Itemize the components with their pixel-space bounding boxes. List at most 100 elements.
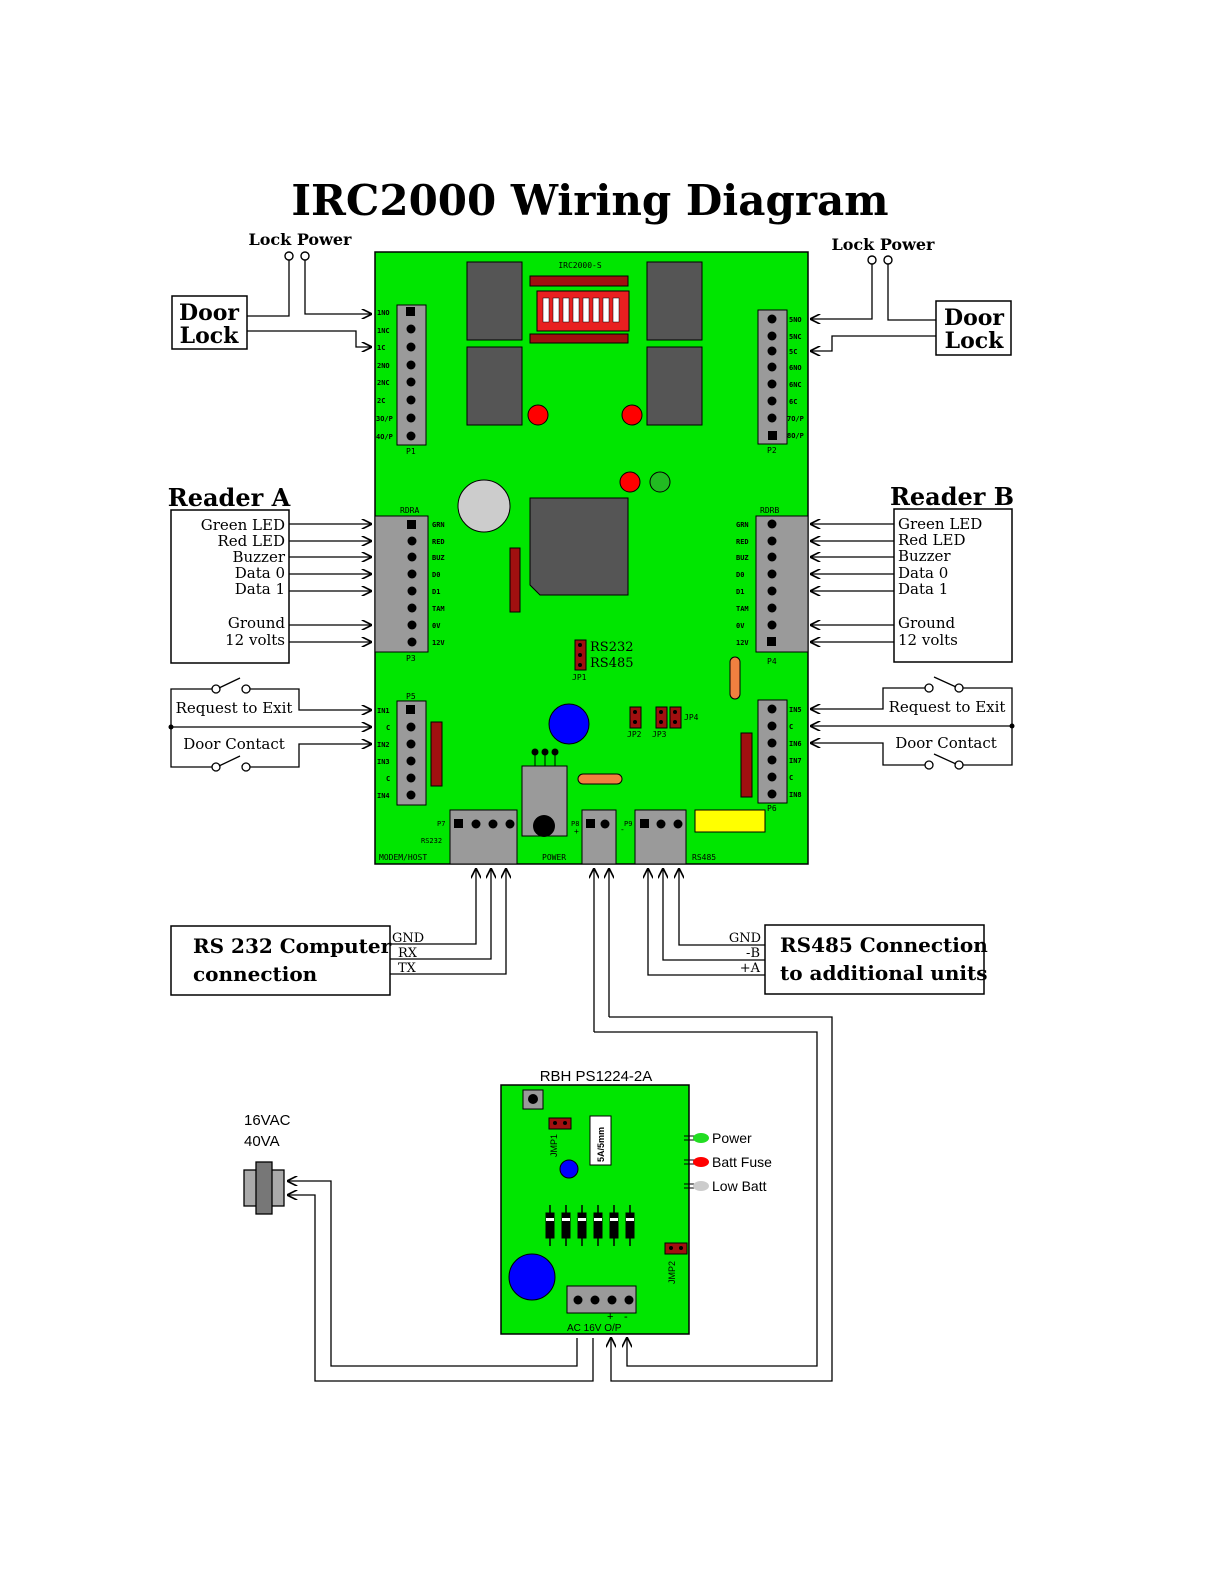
p4-terminals [767,519,777,646]
p3-label: P3 [406,654,416,663]
p5-pin-in4: IN4 [377,792,390,800]
reader-a-12v: 12 volts [225,631,285,649]
p5-pin-in1: IN1 [377,707,390,715]
p6-label: P6 [767,804,777,813]
transformer-core [255,1161,273,1215]
p4-pin-tam: TAM [736,605,749,613]
psu-low-batt-led [693,1181,709,1191]
backup-battery [457,479,511,533]
rs485-a: +A [740,961,761,976]
led-red-3 [619,471,641,493]
psu-batt-fuse-led [693,1157,709,1167]
psu-board: JMP1 5A/5mm JMP2 + [500,1084,709,1335]
resistor-pack-1 [509,547,521,613]
led-green [649,471,671,493]
reader-a-ground: Ground [228,614,286,632]
p2-pin-5NC: 5NC [789,333,802,341]
p5-pin-in3: IN3 [377,758,390,766]
led-red-2 [621,404,643,426]
p3-pin-tam: TAM [432,605,445,613]
jumper-jp4 [669,706,682,729]
rdra-label: RDRA [400,506,419,515]
p5-pin-c2: C [386,775,390,783]
p2-label: P2 [767,446,777,455]
led-red-1 [527,404,549,426]
p1-pin-1C: 1C [377,344,385,352]
psu-jmp1 [548,1117,572,1130]
resistor-pack-3 [740,732,753,798]
p2-pin-5C: 5C [789,348,797,356]
rs485-board-label: RS485 [692,853,716,862]
p1-pin-1NO: 1NO [377,309,390,317]
p3-pin-d1: D1 [432,588,440,596]
psu-diodes [545,1205,635,1246]
p2-pin-6NC: 6NC [789,381,802,389]
psu-fuse-label: 5A/5mm [596,1127,606,1162]
p3-terminals [407,520,417,647]
reader-b-data0: Data 0 [898,564,948,582]
psu-power-label: Power [712,1130,752,1146]
reader-b-box [893,508,1013,663]
p6-terminals [767,704,777,799]
p1-pin-1NC: 1NC [377,327,390,335]
p4-pin-0v: 0V [736,622,745,630]
psu-power-led [693,1133,709,1143]
p1-pin-2NC: 2NC [377,379,390,387]
connector-p5 [396,700,427,806]
p8-plus: + [574,827,579,836]
transformer-line2: 40VA [244,1133,280,1150]
p2-pin-7OP: 7O/P [787,415,804,423]
connector-p7 [449,809,518,865]
rs232-box-line1: RS 232 Computer [193,934,392,958]
jp2-label: JP2 [627,730,642,739]
connector-p8 [581,809,617,865]
rs232-rx: RX [398,946,418,961]
psu-minus: - [624,1311,628,1323]
psu-plus: + [607,1311,613,1323]
connector-rs485 [634,809,687,865]
reader-a-data1: Data 1 [235,580,285,598]
rs485-box-line2: to additional units [780,961,987,985]
rs485-box-line1: RS485 Connection [780,933,988,957]
board-name: IRC2000-S [558,261,602,270]
psu-fuse [589,1115,612,1166]
dip-switch-keys [542,297,620,323]
relay-2 [466,346,523,426]
rs232-gnd: GND [392,931,424,946]
jp4-label: JP4 [684,713,699,722]
p6-pin-c2: C [789,774,793,782]
left-request-to-exit: Request to Exit [176,699,293,717]
reader-a-box [170,509,290,664]
power-label: POWER [542,853,566,862]
p3-pin-red: RED [432,538,445,546]
p2-terminals [767,314,777,440]
p3-pin-buz: BUZ [432,554,445,562]
lock-power-left-label: Lock Power [249,230,353,249]
relay-1 [466,261,523,341]
p6-pin-c1: C [789,723,793,731]
p1-pin-3OP: 3O/P [376,415,393,423]
jumper-jp3 [655,706,668,729]
rs485-wires [648,869,765,976]
p9-minus: - [620,825,625,834]
p2-pin-6C: 6C [789,398,797,406]
p4-label: P4 [767,657,777,666]
p4-pin-d0: D0 [736,571,744,579]
p6-pin-in5: IN5 [789,706,802,714]
diagram-title: IRC2000 Wiring Diagram [291,176,888,225]
door-lock-left-box [171,295,248,350]
rs485-gnd: GND [729,931,761,946]
door-lock-right-line2: Lock [945,328,1005,354]
p3-pin-12v: 12V [432,639,445,647]
right-door-contact: Door Contact [895,734,997,752]
p3-pin-d0: D0 [432,571,440,579]
yellow-component [694,809,766,833]
reader-a-green-led: Green LED [201,516,285,534]
p1-label: P1 [406,447,416,456]
door-lock-left-line2: Lock [180,323,240,349]
reader-b-data1: Data 1 [898,580,948,598]
door-lock-left-line1: Door [179,300,239,326]
door-lock-left-wires [247,260,371,347]
p4-pin-12v: 12V [736,639,749,647]
